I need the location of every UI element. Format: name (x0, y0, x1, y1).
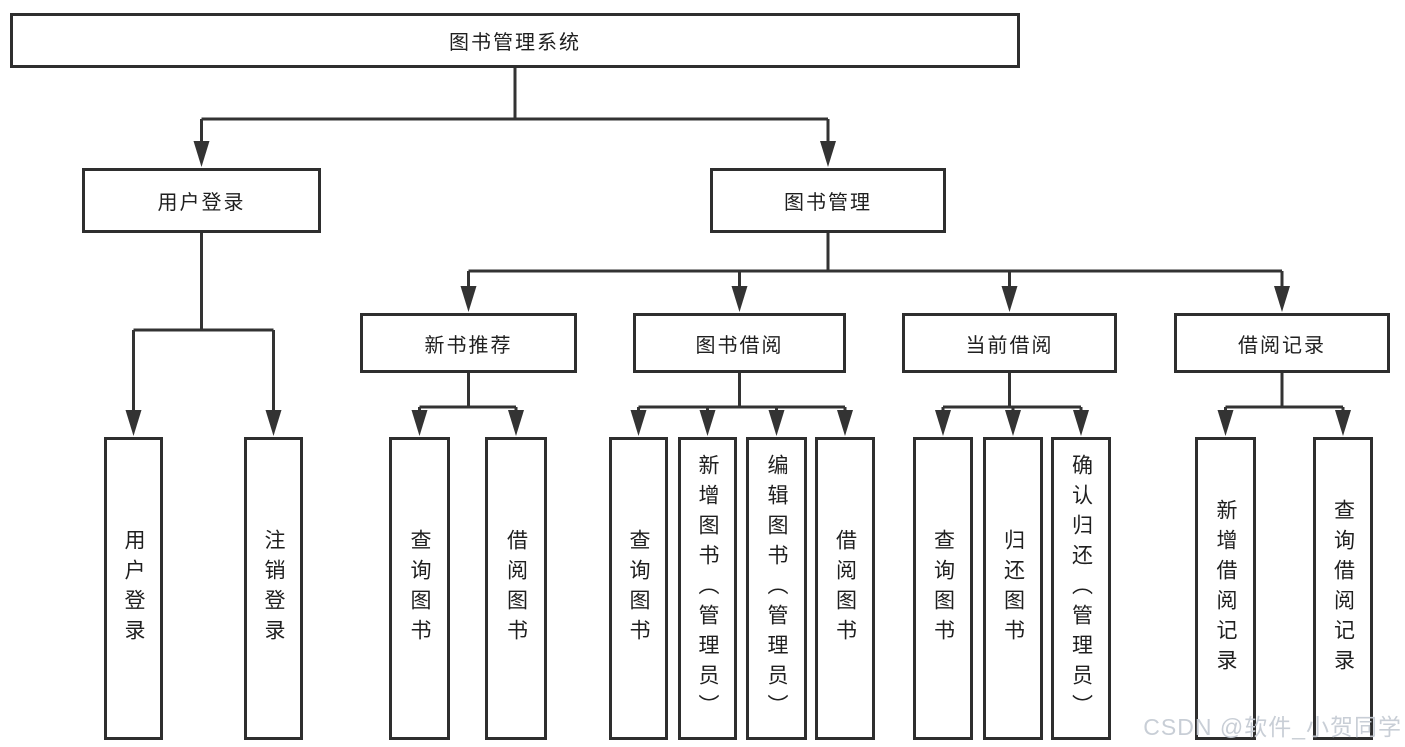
node-new-book-recommendation-label: 新书推荐 (424, 334, 513, 357)
node-user-login: 用户登录 (82, 168, 321, 233)
arrowhead (1274, 286, 1290, 312)
leaf-borrow-books-recommend: 借阅图书 (485, 437, 547, 740)
leaf-query-books-recommend-label: 查询图书 (408, 528, 431, 649)
connector-new-book-children (418, 373, 518, 412)
connector-book-management-children (467, 233, 1284, 289)
connector-root-to-level2 (200, 68, 830, 144)
node-book-management-label: 图书管理 (784, 192, 872, 214)
node-library-management-system: 图书管理系统 (10, 13, 1020, 68)
connector-book-borrow-children (637, 373, 847, 412)
arrowhead (820, 141, 836, 167)
arrowhead (508, 410, 524, 436)
connector-current-borrow-children (941, 373, 1083, 412)
leaf-query-borrow-record-label: 查询借阅记录 (1331, 498, 1355, 679)
leaf-query-borrow-record: 查询借阅记录 (1313, 437, 1373, 740)
leaf-logout: 注销登录 (244, 437, 303, 740)
arrowhead (460, 286, 477, 312)
arrowhead (699, 410, 716, 436)
node-book-borrowing: 图书借阅 (633, 313, 846, 373)
leaf-edit-book-admin-label: 编辑图书（管理员） (765, 453, 788, 724)
leaf-user-login-label: 用户登录 (122, 528, 145, 649)
arrowhead (1335, 410, 1351, 436)
leaf-user-login: 用户登录 (104, 437, 163, 740)
leaf-borrow-books: 借阅图书 (815, 437, 875, 740)
leaf-query-books-borrow: 查询图书 (609, 437, 668, 740)
leaf-edit-book-admin: 编辑图书（管理员） (746, 437, 807, 740)
leaf-add-borrow-record: 新增借阅记录 (1195, 437, 1256, 740)
node-book-management: 图书管理 (710, 168, 946, 233)
arrowhead (193, 141, 210, 167)
node-user-login-label: 用户登录 (157, 192, 246, 214)
arrowhead (1217, 410, 1234, 436)
leaf-add-book-admin: 新增图书（管理员） (678, 437, 737, 740)
arrowhead (125, 410, 142, 436)
node-new-book-recommendation: 新书推荐 (360, 313, 577, 373)
node-borrowing-records: 借阅记录 (1174, 313, 1390, 373)
arrowhead (768, 410, 785, 436)
arrowhead (1001, 286, 1018, 312)
node-book-borrowing-label: 图书借阅 (695, 334, 784, 357)
arrowhead (1005, 410, 1021, 436)
leaf-borrow-books-label: 借阅图书 (833, 528, 857, 649)
leaf-query-books-borrow-label: 查询图书 (627, 528, 650, 649)
leaf-confirm-return-admin: 确认归还（管理员） (1051, 437, 1111, 740)
connector-borrow-records-children (1224, 373, 1345, 412)
node-current-borrowing: 当前借阅 (902, 313, 1117, 373)
arrowhead (731, 286, 748, 312)
leaf-confirm-return-admin-label: 确认归还（管理员） (1069, 453, 1093, 724)
node-borrowing-records-label: 借阅记录 (1238, 334, 1326, 357)
csdn-watermark: CSDN @软件_小贺同学 (1143, 714, 1402, 740)
leaf-add-borrow-record-label: 新增借阅记录 (1214, 498, 1237, 679)
arrowhead (630, 410, 647, 436)
leaf-query-books-current: 查询图书 (913, 437, 973, 740)
leaf-return-book: 归还图书 (983, 437, 1043, 740)
leaf-return-book-label: 归还图书 (1001, 528, 1025, 649)
connector-user-login-children (132, 233, 275, 412)
arrowhead (411, 410, 428, 436)
arrowhead (1073, 410, 1089, 436)
arrowhead (837, 410, 853, 436)
leaf-query-books-recommend: 查询图书 (389, 437, 450, 740)
leaf-borrow-books-recommend-label: 借阅图书 (504, 528, 528, 649)
leaf-add-book-admin-label: 新增图书（管理员） (696, 453, 719, 724)
leaf-logout-label: 注销登录 (262, 528, 285, 649)
node-library-management-system-label: 图书管理系统 (449, 32, 581, 54)
arrowhead (265, 410, 282, 436)
arrowhead (935, 410, 951, 436)
leaf-query-books-current-label: 查询图书 (931, 528, 955, 649)
node-current-borrowing-label: 当前借阅 (965, 334, 1054, 357)
